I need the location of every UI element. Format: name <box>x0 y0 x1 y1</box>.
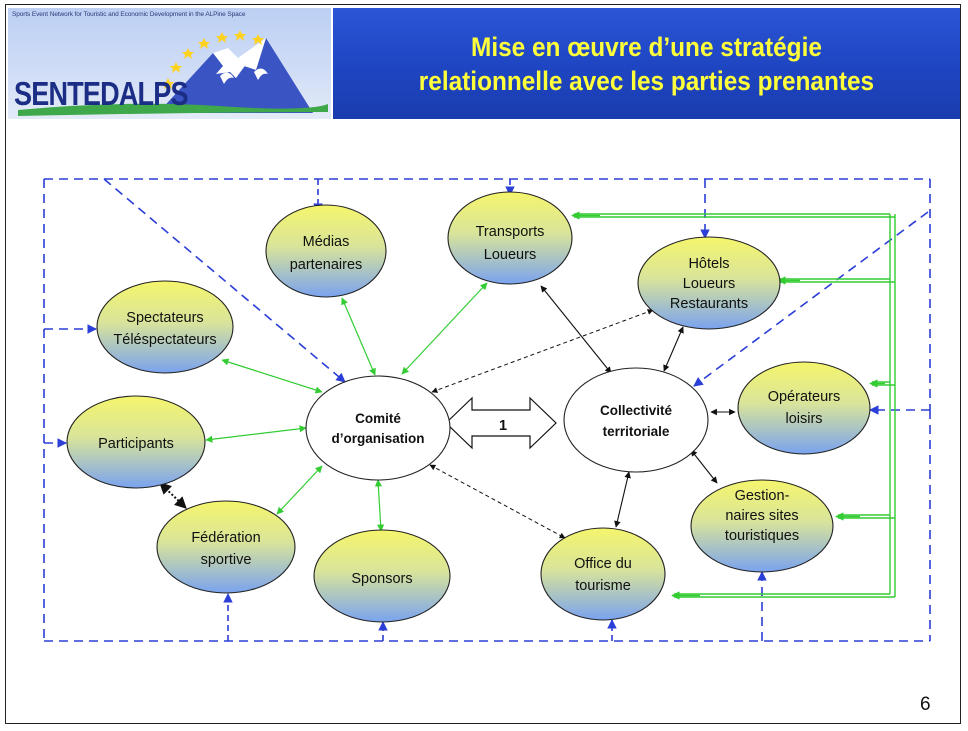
logo: Sports Event Network for Touristic and E… <box>8 8 331 119</box>
page-number: 6 <box>920 694 931 715</box>
green-links <box>205 282 488 532</box>
node-federation-line-1: Fédération <box>191 530 260 546</box>
node-spectateurs-line-1: Spectateurs <box>126 310 203 326</box>
node-participants: Participants <box>66 395 206 489</box>
page-title: Mise en œuvre d’une stratégie relationne… <box>419 30 874 98</box>
node-office-line-1: Office du <box>574 556 632 572</box>
exchange-arrow-label: 1 <box>499 418 507 434</box>
node-hotels-line-2: Loueurs <box>683 276 735 292</box>
dotted-links <box>159 309 654 539</box>
node-spectateurs-line-2: Téléspectateurs <box>113 332 216 348</box>
node-gestionnaires-line-1: Gestion- <box>735 488 790 504</box>
node-medias: Médias partenaires <box>265 204 387 298</box>
node-collectivite-line-2: territoriale <box>603 424 670 439</box>
node-gestionnaires: Gestion- naires sites touristiques <box>690 479 834 573</box>
black-links <box>540 285 736 528</box>
title-line-1: Mise en œuvre d’une stratégie <box>471 31 822 62</box>
dashed-frame <box>43 178 931 642</box>
title-banner: Mise en œuvre d’une stratégie relationne… <box>333 8 960 119</box>
exchange-double-arrow: 1 <box>445 396 557 450</box>
node-comite-line-2: d’organisation <box>331 431 424 446</box>
node-collectivite-line-1: Collectivité <box>600 403 673 418</box>
mountain-logo-icon <box>18 30 328 116</box>
node-transports: Transports Loueurs <box>447 191 573 285</box>
blue-dashed-arrows <box>44 178 930 641</box>
node-hotels-line-1: Hôtels <box>688 256 729 272</box>
node-collectivite: Collectivité territoriale <box>563 367 709 473</box>
node-gestionnaires-line-3: touristiques <box>725 528 799 544</box>
node-sponsors-line-1: Sponsors <box>351 571 412 587</box>
node-participants-line-1: Participants <box>98 436 174 452</box>
node-hotels: Hôtels Loueurs Restaurants <box>637 236 781 330</box>
node-spectateurs: Spectateurs Téléspectateurs <box>96 280 234 374</box>
logo-tagline: Sports Event Network for Touristic and E… <box>12 11 246 18</box>
node-operateurs: Opérateurs loisirs <box>737 361 871 455</box>
node-medias-line-1: Médias <box>303 234 350 250</box>
node-medias-line-2: partenaires <box>290 257 363 273</box>
node-hotels-line-3: Restaurants <box>670 296 748 312</box>
title-line-2: relationnelle avec les parties prenantes <box>418 65 875 96</box>
node-federation: Fédération sportive <box>156 500 296 594</box>
node-sponsors: Sponsors <box>313 529 451 623</box>
node-office: Office du tourisme <box>540 527 666 621</box>
node-comite: Comité d’organisation <box>305 375 451 481</box>
node-transports-line-2: Loueurs <box>484 247 536 263</box>
node-federation-line-2: sportive <box>201 552 252 568</box>
node-comite-line-1: Comité <box>355 411 401 426</box>
node-operateurs-line-2: loisirs <box>785 411 822 427</box>
logo-name: SENTEDALPS <box>14 75 189 112</box>
node-gestionnaires-line-2: naires sites <box>725 508 798 524</box>
node-operateurs-line-1: Opérateurs <box>768 389 841 405</box>
green-bus-arrowheads <box>571 211 885 600</box>
node-transports-line-1: Transports <box>476 224 545 240</box>
node-office-line-2: tourisme <box>575 578 631 594</box>
green-bus-lines <box>574 213 896 598</box>
